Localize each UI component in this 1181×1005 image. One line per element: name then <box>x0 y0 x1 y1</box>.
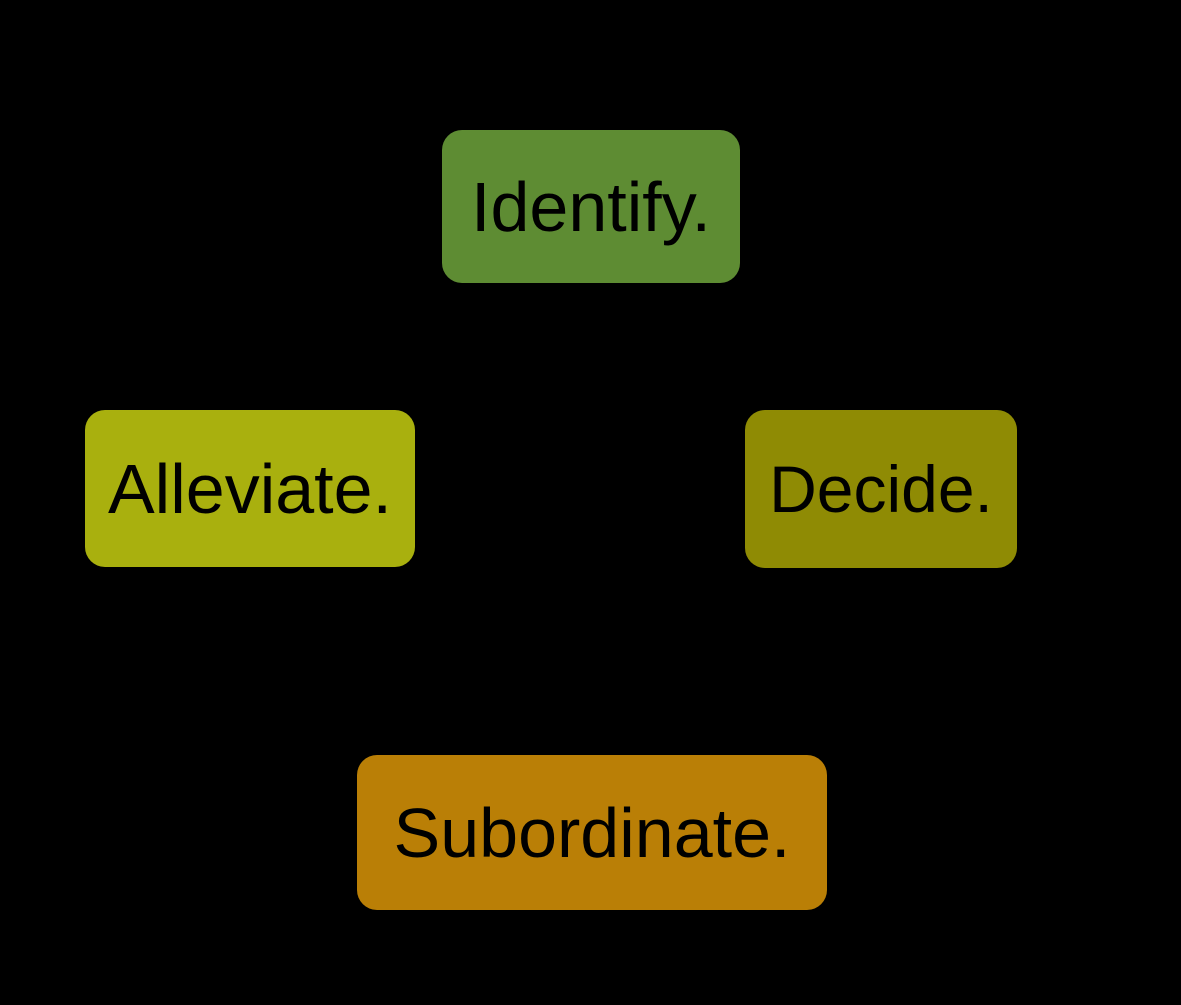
node-subordinate-label: Subordinate. <box>393 793 791 872</box>
node-subordinate: Subordinate. <box>357 755 827 910</box>
node-identify: Identify. <box>442 130 740 283</box>
node-alleviate: Alleviate. <box>85 410 415 567</box>
node-identify-label: Identify. <box>471 167 711 246</box>
node-decide: Decide. <box>745 410 1017 568</box>
node-alleviate-label: Alleviate. <box>107 449 393 528</box>
node-decide-label: Decide. <box>769 452 993 526</box>
